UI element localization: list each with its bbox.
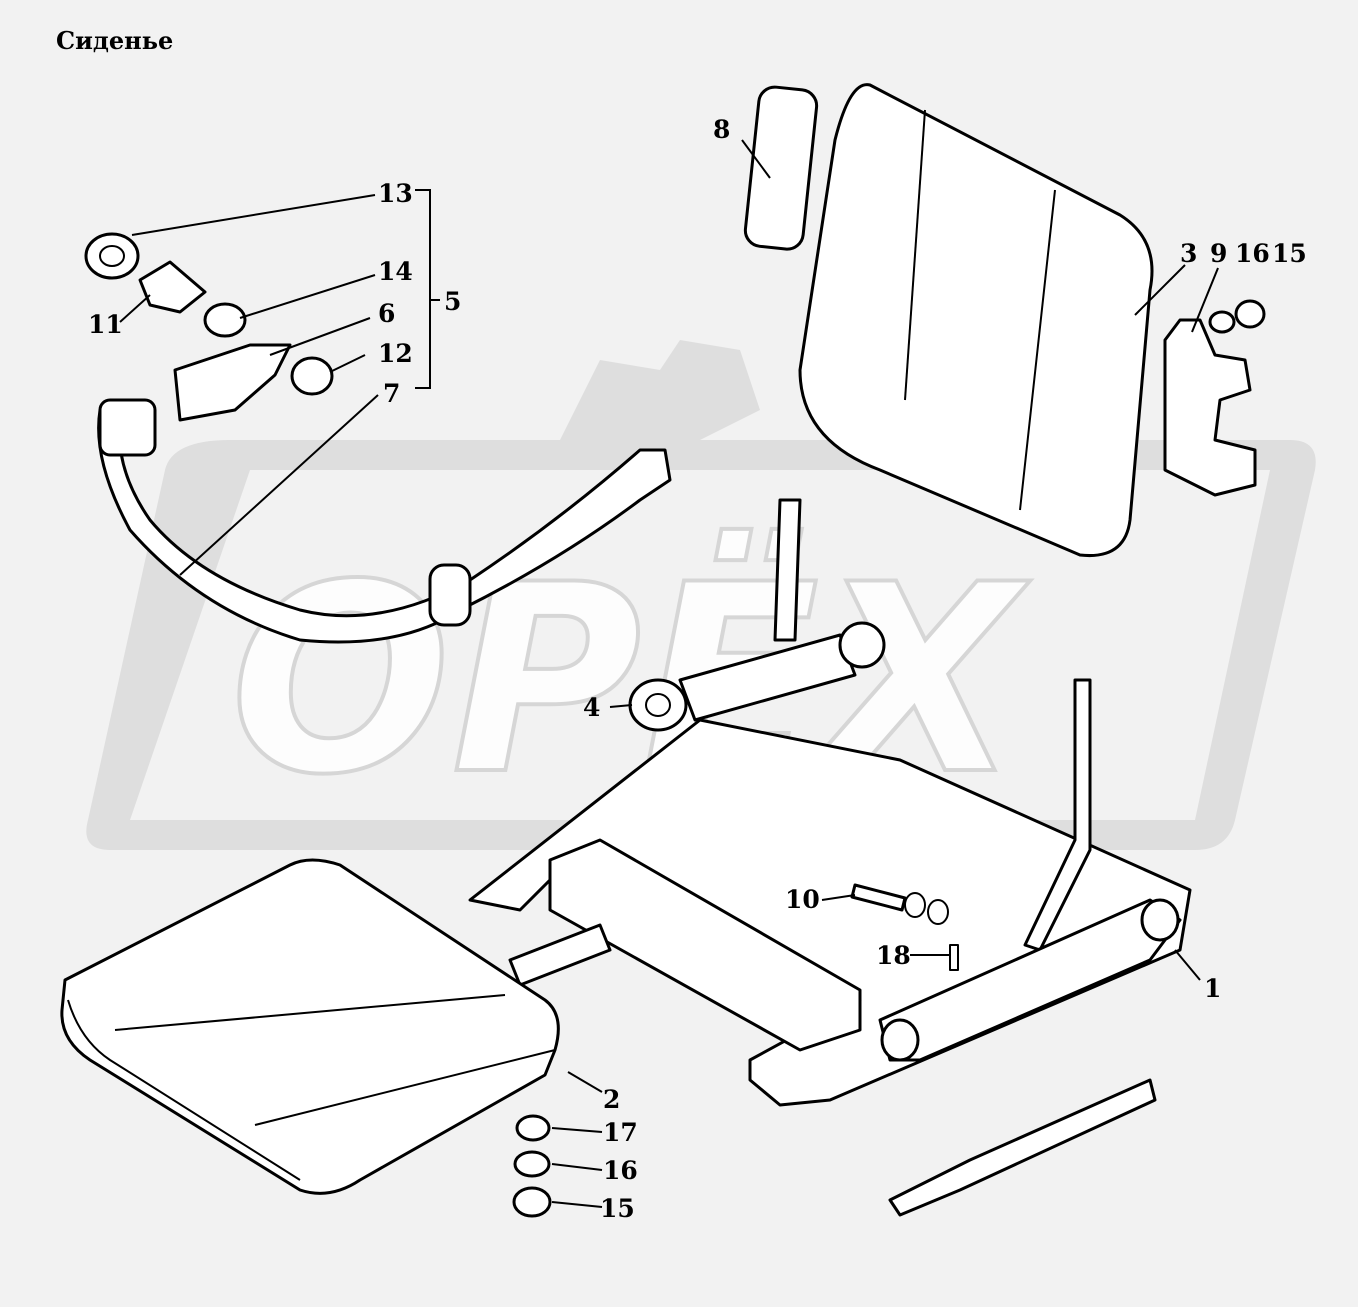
callout-17: 17	[603, 1118, 638, 1147]
part-12-bushing	[290, 356, 334, 396]
callout-16-bottom: 16	[603, 1156, 638, 1185]
callout-15-top: 15	[1272, 239, 1307, 268]
callout-11: 11	[88, 310, 123, 339]
part-15-nut-bottom	[512, 1186, 552, 1218]
callout-8: 8	[713, 115, 730, 144]
page-title: Сиденье	[56, 26, 174, 55]
part-14-washer	[203, 302, 247, 338]
part-10-pin	[850, 883, 907, 912]
callout-12: 12	[378, 339, 413, 368]
part-11-bolt	[138, 260, 207, 314]
part-15-nut-top	[1234, 299, 1266, 329]
part-4-shock-absorber	[628, 621, 886, 732]
part-3-backrest	[798, 83, 1154, 558]
part-16-washer-top	[1208, 310, 1236, 334]
callout-14: 14	[378, 257, 413, 286]
seat-belt-assembly	[84, 232, 672, 644]
leader-lines	[119, 139, 1219, 1208]
callout-9: 9	[1210, 239, 1227, 268]
callout-5: 5	[444, 287, 461, 316]
part-7-belt-strap	[97, 408, 672, 644]
belt-end-plate	[98, 398, 157, 457]
callout-1: 1	[1204, 974, 1221, 1003]
part-2-seat-cushion	[60, 858, 560, 1195]
callout-16-top: 16	[1235, 239, 1270, 268]
callout-3: 3	[1180, 239, 1197, 268]
callout-13: 13	[378, 179, 413, 208]
part-16-washer-bottom	[513, 1150, 551, 1178]
part-9-bracket	[1163, 318, 1257, 497]
callout-10: 10	[785, 885, 820, 914]
callout-4: 4	[583, 693, 600, 722]
belt-buckle	[428, 563, 472, 627]
callout-15-bottom: 15	[600, 1194, 635, 1223]
callout-2: 2	[603, 1085, 620, 1114]
part-18-pin	[949, 944, 959, 971]
part-8-plate	[743, 85, 819, 251]
callout-7: 7	[383, 379, 400, 408]
callout-6: 6	[378, 299, 395, 328]
part-17-spacer	[515, 1114, 551, 1142]
part-6-bracket	[173, 343, 292, 422]
callout-18: 18	[876, 941, 911, 970]
part-1-seat-frame	[468, 498, 1192, 1217]
bracket-5	[415, 189, 431, 389]
